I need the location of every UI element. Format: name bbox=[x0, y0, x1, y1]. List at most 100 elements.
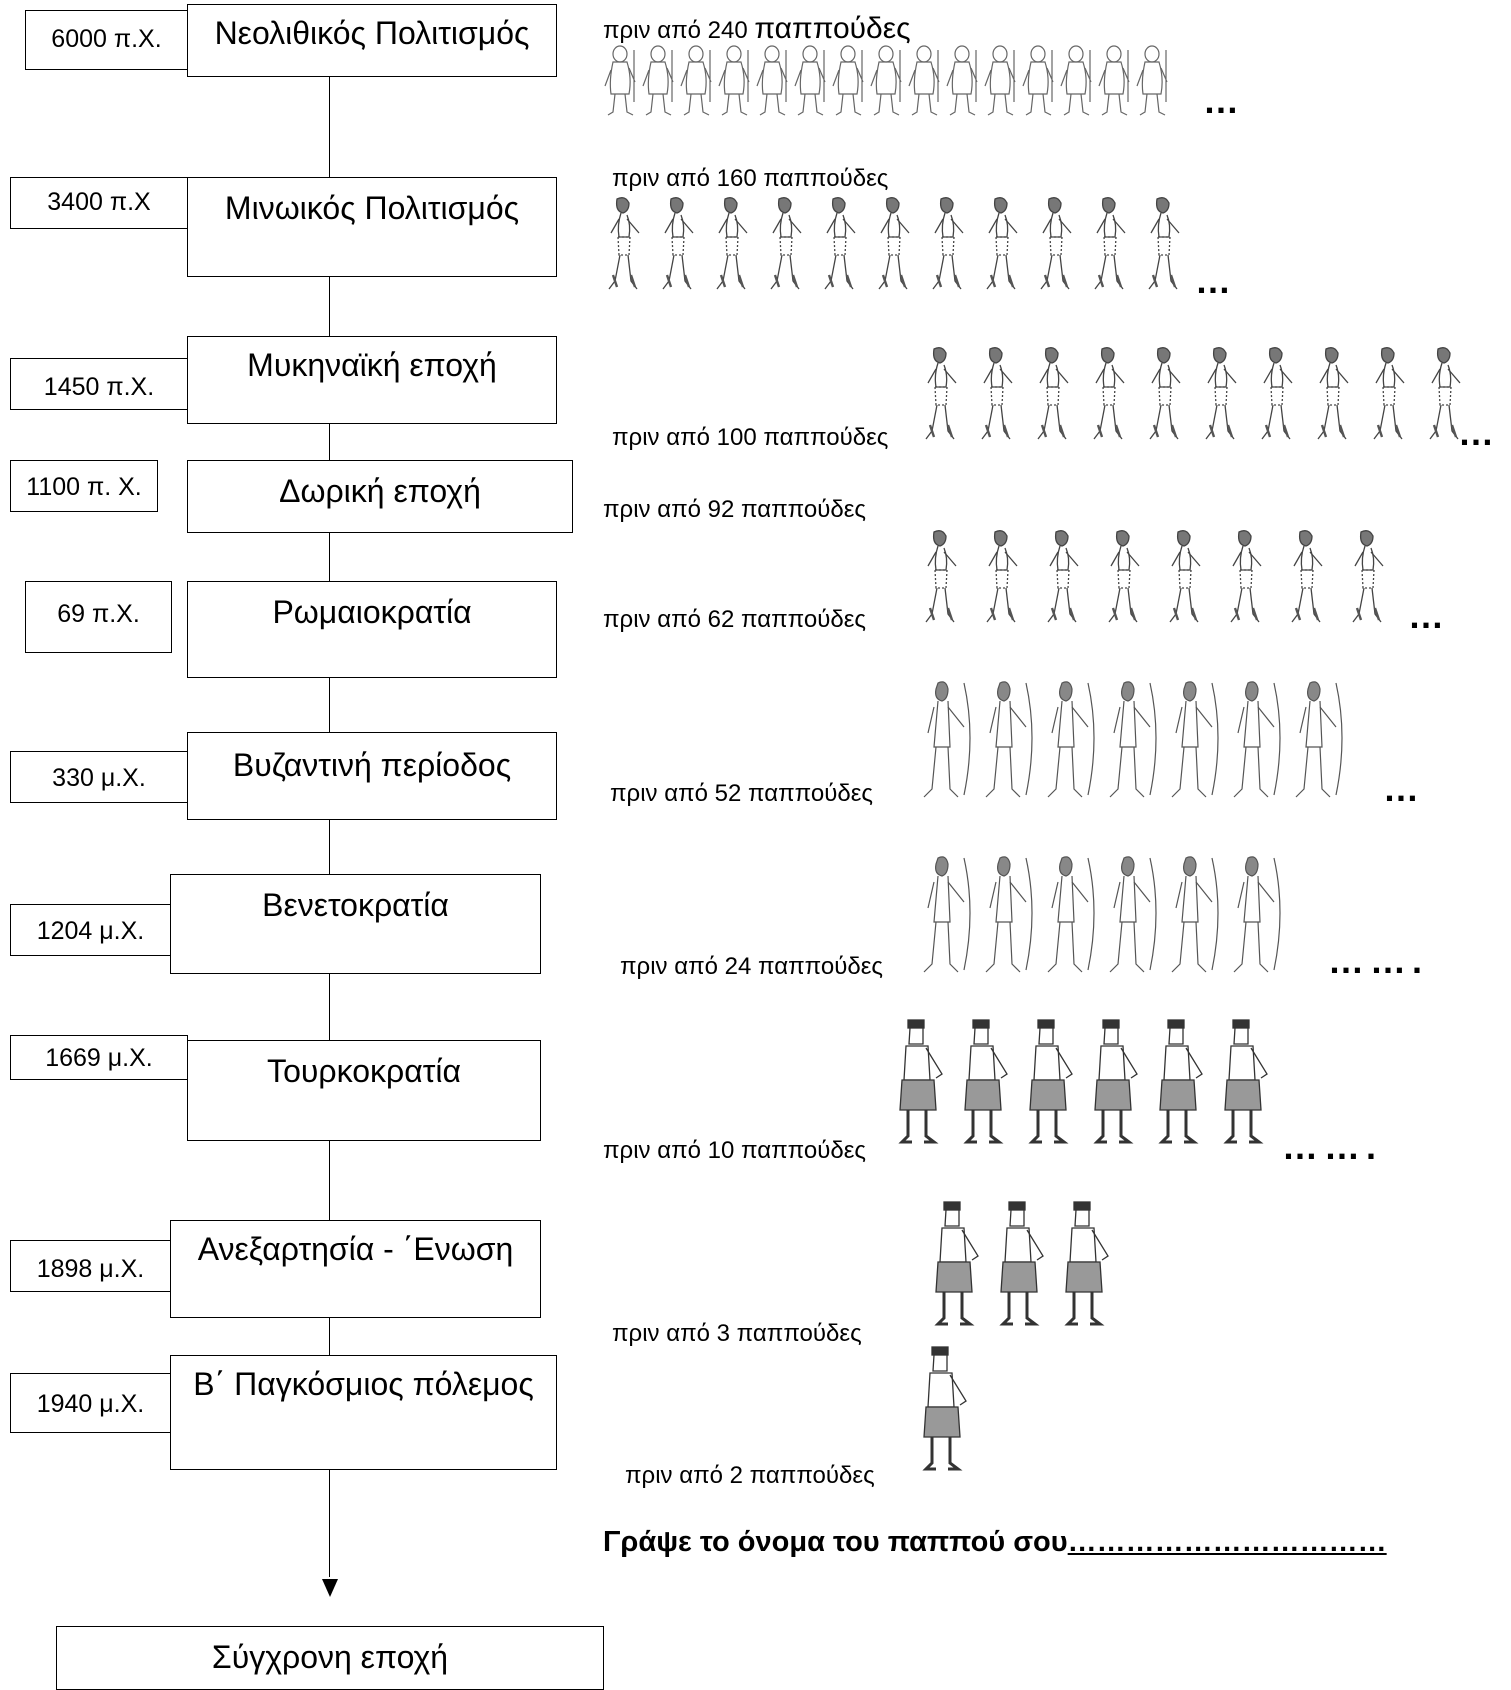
byzantine-archer-icon bbox=[982, 677, 1038, 807]
byzantine-archer-icon bbox=[1106, 677, 1162, 807]
figure-row-revolutionary-3 bbox=[932, 1200, 1152, 1330]
minoan-figure-icon bbox=[1103, 528, 1147, 633]
revolutionary-fighter-icon bbox=[1221, 1018, 1273, 1153]
byzantine-archer-icon bbox=[1168, 852, 1224, 982]
byzantine-archer-icon bbox=[982, 852, 1038, 982]
ellipsis: … bbox=[1195, 260, 1237, 301]
era-box-minoan: Μινωικός Πολιτισμός bbox=[187, 177, 557, 277]
byzantine-archer-icon bbox=[1044, 677, 1100, 807]
figure-row-neolithic bbox=[603, 42, 1203, 118]
connector-line bbox=[329, 424, 330, 460]
era-box-doric: Δωρική εποχή bbox=[187, 460, 573, 533]
minoan-figure-icon bbox=[1200, 345, 1244, 450]
era-label: Σύγχρονη εποχή bbox=[211, 1639, 449, 1675]
byzantine-archer-icon bbox=[1230, 677, 1286, 807]
minoan-figure-icon bbox=[1225, 528, 1269, 633]
figure-row-revolutionary-2 bbox=[920, 1345, 1000, 1475]
grandfather-name-prompt: Γράψε το όνομα του παππού σου…………………………… bbox=[603, 1526, 1387, 1559]
caveman-figure-icon bbox=[831, 42, 867, 123]
era-box-modern: Σύγχρονη εποχή bbox=[56, 1626, 604, 1690]
date-box-roman: 69 π.Χ. bbox=[25, 581, 172, 653]
minoan-figure-icon bbox=[1143, 195, 1187, 300]
minoan-figure-icon bbox=[1088, 345, 1132, 450]
caveman-figure-icon bbox=[945, 42, 981, 123]
figure-row-minoan-62 bbox=[920, 528, 1420, 628]
era-box-ottoman: Τουρκοκρατία bbox=[187, 1040, 541, 1141]
era-label: Δωρική εποχή bbox=[279, 473, 481, 509]
caveman-figure-icon bbox=[641, 42, 677, 123]
caveman-figure-icon bbox=[1135, 42, 1171, 123]
ancestor-label-52: πριν από 52 παππούδες bbox=[610, 780, 873, 807]
ellipsis: … bbox=[1203, 80, 1245, 121]
ancestor-count: πριν από 240 bbox=[603, 17, 748, 44]
ancestor-label-62: πριν από 62 παππούδες bbox=[603, 606, 866, 633]
figure-row-byzantine-24 bbox=[920, 852, 1320, 977]
revolutionary-fighter-icon bbox=[1091, 1018, 1143, 1153]
date-box-minoan: 3400 π.Χ bbox=[10, 177, 188, 229]
minoan-figure-icon bbox=[920, 528, 964, 633]
ellipsis: ……. bbox=[1282, 1126, 1383, 1167]
date-box-independence: 1898 μ.Χ. bbox=[10, 1240, 171, 1292]
caveman-figure-icon bbox=[869, 42, 905, 123]
revolutionary-fighter-icon bbox=[1062, 1200, 1114, 1335]
ellipsis: ……. bbox=[1328, 940, 1429, 981]
minoan-figure-icon bbox=[1032, 345, 1076, 450]
minoan-figure-icon bbox=[1347, 528, 1391, 633]
byzantine-archer-icon bbox=[1044, 852, 1100, 982]
name-blank[interactable]: …………………………… bbox=[1067, 1526, 1387, 1558]
revolutionary-fighter-icon bbox=[932, 1200, 984, 1335]
minoan-figure-icon bbox=[819, 195, 863, 300]
era-box-byzantine: Βυζαντινή περίοδος bbox=[187, 732, 557, 820]
connector-line bbox=[329, 678, 330, 732]
date-box-doric: 1100 π. Χ. bbox=[10, 460, 158, 512]
date-box-byzantine: 330 μ.Χ. bbox=[10, 751, 188, 803]
minoan-figure-icon bbox=[1286, 528, 1330, 633]
minoan-figure-icon bbox=[1144, 345, 1188, 450]
arrow-down-icon bbox=[322, 1579, 338, 1597]
caveman-figure-icon bbox=[793, 42, 829, 123]
ancestor-label-24: πριν από 24 παππούδες bbox=[620, 953, 883, 980]
revolutionary-fighter-icon bbox=[1156, 1018, 1208, 1153]
era-box-ww2: Β΄ Παγκόσμιος πόλεμος bbox=[170, 1355, 557, 1470]
byzantine-archer-icon bbox=[1106, 852, 1162, 982]
era-box-mycenaean: Μυκηναϊκή εποχή bbox=[187, 336, 557, 424]
revolutionary-fighter-icon bbox=[920, 1345, 972, 1480]
era-label: Βυζαντινή περίοδος bbox=[232, 747, 512, 783]
ellipsis: … bbox=[1383, 768, 1425, 809]
minoan-figure-icon bbox=[603, 195, 647, 300]
ancestor-label-92: πριν από 92 παππούδες bbox=[603, 496, 866, 523]
era-label: Μινωικός Πολιτισμός bbox=[224, 190, 520, 226]
minoan-figure-icon bbox=[981, 195, 1025, 300]
era-label: Τουρκοκρατία bbox=[267, 1053, 461, 1089]
revolutionary-fighter-icon bbox=[896, 1018, 948, 1153]
connector-line bbox=[329, 974, 330, 1040]
era-label: Βενετοκρατία bbox=[262, 887, 449, 923]
date-box-venetian: 1204 μ.Χ. bbox=[10, 904, 171, 956]
minoan-figure-icon bbox=[1312, 345, 1356, 450]
minoan-figure-icon bbox=[1042, 528, 1086, 633]
revolutionary-fighter-icon bbox=[997, 1200, 1049, 1335]
byzantine-archer-icon bbox=[920, 677, 976, 807]
caveman-figure-icon bbox=[679, 42, 715, 123]
ellipsis: … bbox=[1458, 412, 1500, 453]
ancestor-label-3: πριν από 3 παππούδες bbox=[612, 1320, 862, 1347]
ancestor-label-10: πριν από 10 παππούδες bbox=[603, 1137, 866, 1164]
date-box-ottoman: 1669 μ.Χ. bbox=[10, 1035, 188, 1080]
era-box-independence: Ανεξαρτησία - ΄Ενωση bbox=[170, 1220, 541, 1318]
caveman-figure-icon bbox=[717, 42, 753, 123]
era-box-venetian: Βενετοκρατία bbox=[170, 874, 541, 974]
era-label: Νεολιθικός Πολιτισμός bbox=[214, 15, 530, 51]
figure-row-minoan-100 bbox=[920, 345, 1480, 445]
connector-line bbox=[329, 820, 330, 874]
connector-line bbox=[329, 533, 330, 581]
caveman-figure-icon bbox=[1097, 42, 1133, 123]
prompt-text: Γράψε το όνομα του παππού σου bbox=[603, 1526, 1068, 1558]
connector-line bbox=[329, 1470, 330, 1577]
connector-line bbox=[329, 77, 330, 177]
date-box-mycenaean: 1450 π.Χ. bbox=[10, 358, 188, 410]
ancestor-word: παππούδες bbox=[754, 12, 911, 45]
byzantine-archer-icon bbox=[1292, 677, 1348, 807]
minoan-figure-icon bbox=[981, 528, 1025, 633]
minoan-figure-icon bbox=[711, 195, 755, 300]
byzantine-archer-icon bbox=[1168, 677, 1224, 807]
